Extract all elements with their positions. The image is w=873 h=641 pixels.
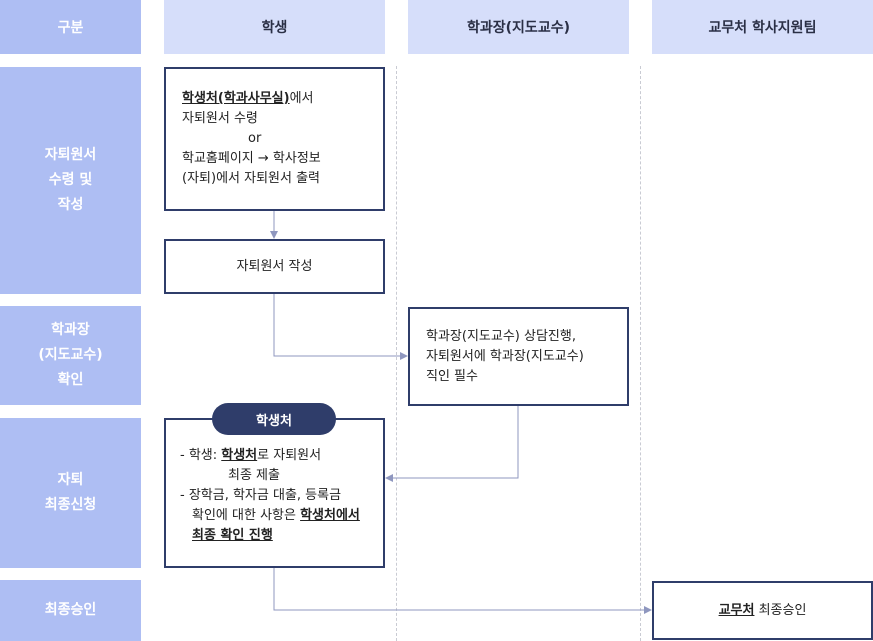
step4-line2: 최종 제출 [228,468,280,483]
step2-text: 자퇴원서 작성 [236,258,313,274]
step3-line1: 학과장(지도교수) 상담진행, [426,329,576,344]
lane-divider-1 [396,66,397,641]
step4-bullet2-bold2: 최종 확인 진행 [192,528,273,543]
step4-bullet1-bold: 학생처 [221,448,258,463]
academic-affairs-label: 교무처 [718,602,755,618]
step3-line3: 직인 필수 [426,369,478,384]
stage-final-approval: 최종승인 [0,580,141,641]
step-dept-head-box: 학과장(지도교수) 상담진행, 자퇴원서에 학과장(지도교수) 직인 필수 [408,307,629,406]
header-stage: 구분 [0,0,141,54]
student-office-badge: 학생처 [212,403,336,435]
step-write-form-box: 자퇴원서 작성 [164,239,385,294]
step1-line4: 학교홈페이지 → 학사정보 [182,151,321,166]
step-final-approval-box: 교무처 최종승인 [652,581,873,640]
step4-bullet1-prefix: - 학생: [180,448,222,463]
step-receive-form-box: 학생처(학과사무실)에서 자퇴원서 수령 or 학교홈페이지 → 학사정보 (자… [164,67,385,211]
arrow-box3-to-box4 [385,406,519,482]
step3-line2: 자퇴원서에 학과장(지도교수) [426,349,584,364]
step4-bullet2-bold: 학생처에서 [300,508,360,523]
stage-dept-confirm: 학과장 (지도교수) 확인 [0,306,141,405]
step4-line4: 확인에 대한 사항은 학생처에서 [180,506,383,526]
step5-rest: 최종승인 [754,602,807,618]
header-lane-student: 학생 [164,0,385,54]
step4-bullet2-plain: 확인에 대한 사항은 [192,508,301,523]
header-lane-academic-affairs: 교무처 학사지원팀 [652,0,873,54]
arrow-box4-to-box5 [273,568,652,614]
step1-line3: or [248,131,262,146]
lane-divider-2 [640,66,641,641]
step4-line5: 최종 확인 진행 [180,526,383,546]
step1-line5: (자퇴)에서 자퇴원서 출력 [182,171,321,186]
stage-final-application: 자퇴 최종신청 [0,418,141,568]
step1-line1-rest: 에서 [289,91,314,106]
step4-bullet1-rest: 로 자퇴원서 [257,448,322,463]
stage-receive-write: 자퇴원서 수령 및 작성 [0,67,141,294]
step1-line2: 자퇴원서 수령 [182,111,258,126]
header-lane-dept-head: 학과장(지도교수) [408,0,629,54]
arrow-box2-to-box3 [273,294,408,360]
step-final-submit-box: - 학생: 학생처로 자퇴원서 최종 제출 - 장학금, 학자금 대출, 등록금… [164,418,385,568]
student-office-label: 학생처(학과사무실) [182,91,290,106]
step4-line3: - 장학금, 학자금 대출, 등록금 [180,488,342,503]
step5-text: 교무처 최종승인 [719,601,807,621]
step4-line1: - 학생: 학생처로 자퇴원서 [180,446,383,466]
step1-line1: 학생처(학과사무실)에서 [182,89,383,109]
